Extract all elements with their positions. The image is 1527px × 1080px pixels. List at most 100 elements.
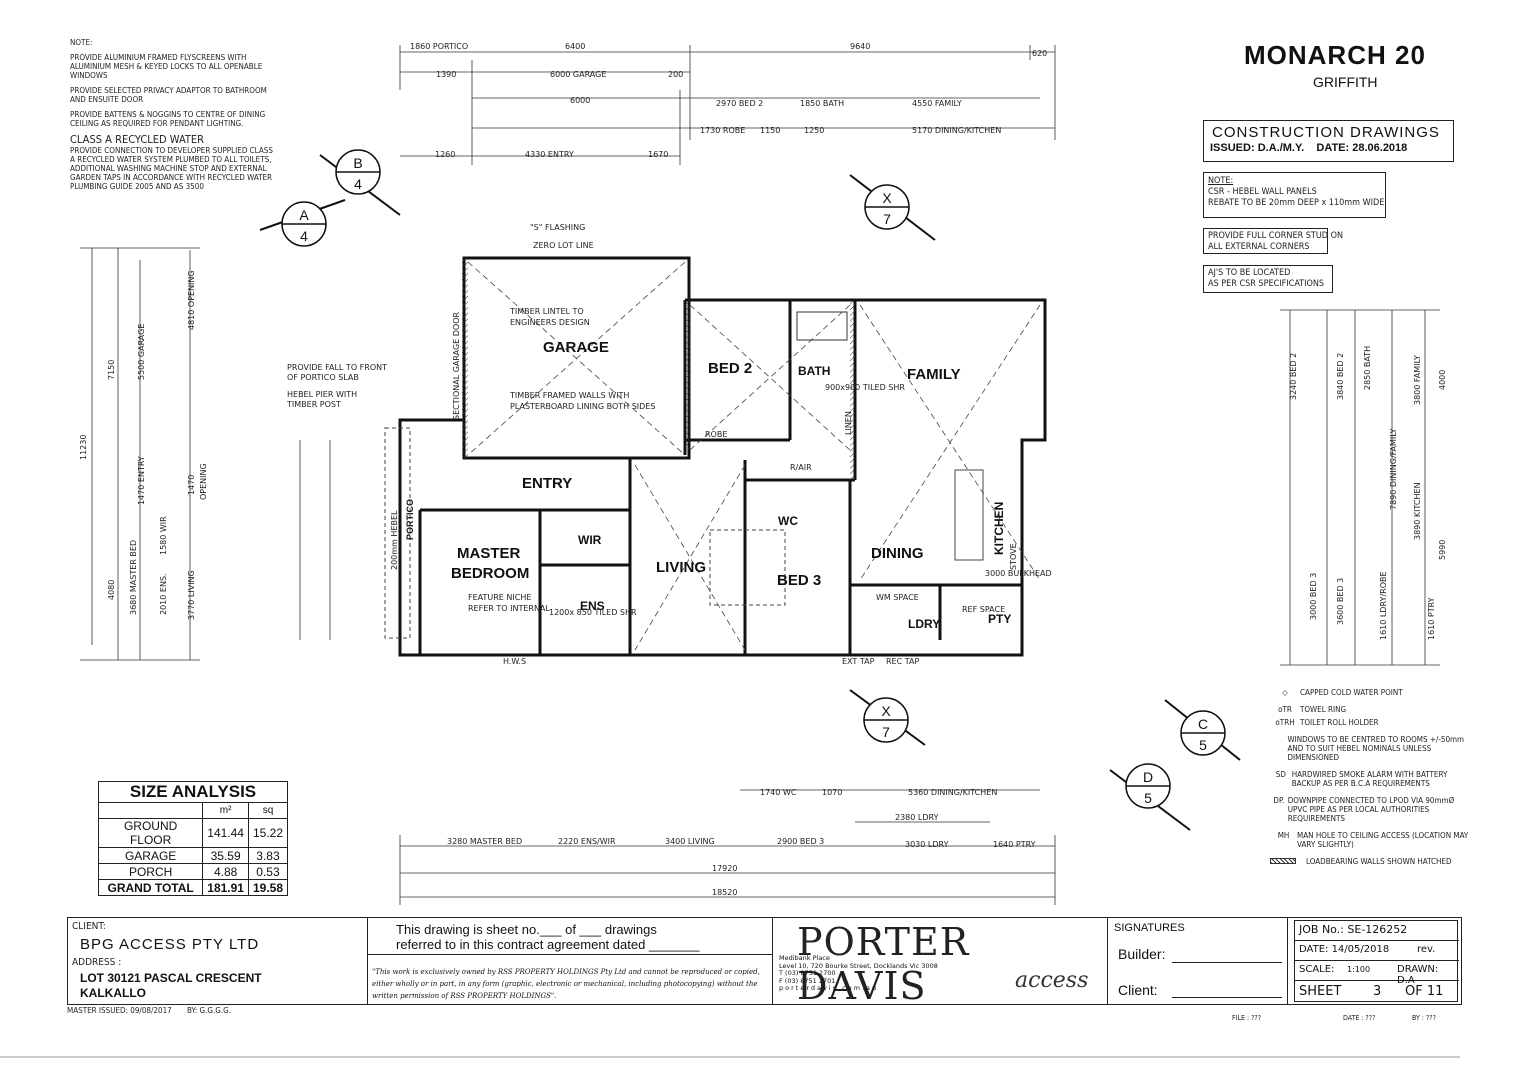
dim-5990: 5990 — [1438, 540, 1447, 560]
portico-outline — [384, 427, 411, 639]
room-kitchen: KITCHEN — [992, 502, 1006, 555]
dim-bed2-3840: 3840 BED 2 — [1336, 353, 1345, 400]
rev-label: rev. — [1417, 944, 1436, 955]
construction-heading: CONSTRUCTION DRAWINGS — [1212, 124, 1440, 141]
label-ens-shr: 1200x 850 TILED SHR — [549, 608, 637, 617]
signatures-label: SIGNATURES — [1114, 922, 1185, 934]
label-niche-1: FEATURE NICHE — [468, 593, 531, 602]
row-label: GARAGE — [97, 847, 204, 864]
note-head: NOTE: — [1208, 176, 1234, 186]
company-addr-line: F (03) 8751 2701 — [779, 976, 836, 985]
note-corner-stud: PROVIDE FULL CORNER STUD ON ALL EXTERNAL… — [1203, 228, 1344, 254]
note-line: CSR - HEBEL WALL PANELS — [1208, 187, 1317, 197]
dim-master-3680: 3680 MASTER BED — [129, 540, 138, 615]
label-niche-2: REFER TO INTERNAL — [468, 604, 550, 613]
legend-text: DOWNPIPE CONNECTED TO LPOD VIA 90mmØ UPV… — [1287, 796, 1455, 823]
room-bath: BATH — [798, 364, 830, 378]
left-dimension-lines — [80, 247, 331, 661]
room-bed3: BED 3 — [777, 572, 821, 589]
note-line: ALL EXTERNAL CORNERS — [1208, 242, 1310, 252]
dim-1070: 1070 — [822, 788, 842, 797]
capped-water-icon: ◇ — [1282, 688, 1288, 697]
construction-issued: ISSUED: D.A./M.Y. DATE: 28.06.2018 — [1204, 141, 1453, 154]
marker-a-letter: A — [299, 207, 309, 223]
room-ens: ENS — [580, 599, 605, 613]
dim-kitchen-3890: 3890 KITCHEN — [1413, 482, 1422, 540]
address-line-1: LOT 30121 PASCAL CRESCENT — [80, 971, 262, 985]
label-lintel-2: ENGINEERS DESIGN — [510, 318, 590, 327]
towel-ring-icon: oTR — [1278, 705, 1292, 714]
company-addr-line: Level 10, 720 Bourke Street, Docklands V… — [779, 961, 938, 970]
dim-11230: 11230 — [79, 435, 88, 460]
room-bed2: BED 2 — [708, 360, 752, 377]
hatched-wall — [462, 258, 468, 458]
marker-x-letter: X — [882, 190, 892, 206]
client-label: CLIENT: — [72, 921, 106, 932]
label-fall-2: OF PORTICO SLAB — [287, 373, 359, 382]
legend-text: CAPPED COLD WATER POINT — [1300, 688, 1403, 697]
company-sub-logo: access — [1015, 968, 1089, 993]
label-ext-tap: EXT TAP — [842, 657, 875, 666]
left-note-item: PROVIDE SELECTED PRIVACY ADAPTOR TO BATH… — [70, 86, 267, 104]
row-sq: 19.58 — [247, 879, 289, 896]
manhole-icon: MH — [1277, 831, 1290, 840]
dim-ptry: 1640 PTRY — [993, 840, 1036, 849]
left-note-item: PROVIDE ALUMINIUM FRAMED FLYSCREENS WITH… — [70, 53, 263, 80]
left-note-item: PROVIDE BATTENS & NOGGINS TO CENTRE OF D… — [70, 110, 266, 128]
label-robe: ROBE — [705, 430, 727, 439]
date-row: DATE: 14/05/2018 rev. — [1295, 941, 1459, 961]
dim-200: 200 — [668, 70, 683, 79]
label-fall-1: PROVIDE FALL TO FRONT — [287, 363, 387, 372]
scale-row: SCALE: 1:100 DRAWN: D.A — [1295, 961, 1459, 986]
client-signature-line — [1172, 997, 1282, 998]
row-m2: 141.44 — [202, 818, 249, 848]
company-section: PORTER DAVIS Medibank Place Level 10, 72… — [773, 918, 1108, 1008]
dim-4000: 4000 — [1438, 370, 1447, 390]
construction-box: CONSTRUCTION DRAWINGS ISSUED: D.A./M.Y. … — [1203, 120, 1454, 162]
master-issued-by: BY: G.G.G.G. — [187, 1006, 231, 1015]
file-ref: FILE : ??? — [1232, 1014, 1262, 1022]
builder-signature-line — [1172, 962, 1282, 963]
label-bulkhead: 3000 BULKHEAD — [985, 569, 1052, 578]
label-r-air: R/AIR — [790, 463, 812, 472]
dim-620: 620 — [1032, 49, 1047, 58]
title-block: CLIENT: BPG ACCESS PTY LTD ADDRESS : LOT… — [67, 917, 1462, 1008]
kitchen-bench — [954, 469, 984, 561]
top-dimension-lines — [399, 45, 1056, 165]
dim-living-3770: 3770 LIVING — [187, 570, 196, 620]
marker-b-num: 4 — [354, 176, 362, 192]
job-date: DATE: 14/05/2018 — [1299, 944, 1390, 955]
row-label: PORCH — [97, 863, 204, 880]
row-m2: 181.91 — [202, 879, 249, 896]
dim-ldry: 3030 LDRY — [905, 840, 949, 849]
sheet-row: SHEET 3 OF 11 — [1295, 981, 1459, 1003]
left-notes-head: NOTE: — [70, 38, 93, 47]
note-hebel: NOTE: CSR - HEBEL WALL PANELS REBATE TO … — [1203, 172, 1386, 218]
dim-1260: 1260 — [435, 150, 455, 159]
room-entry: ENTRY — [522, 475, 572, 492]
dim-6400: 6400 — [565, 42, 585, 51]
scale-value: 1:100 — [1347, 965, 1371, 974]
company-addr-line: T (03) 8751 2700 — [779, 969, 836, 977]
note-ajs: AJ'S TO BE LOCATED AS PER CSR SPECIFICAT… — [1203, 265, 1333, 293]
marker-b-letter: B — [353, 155, 362, 171]
date-ref: DATE : ??? — [1343, 1014, 1376, 1022]
issued-label: ISSUED: — [1210, 142, 1255, 154]
sheet-number: 3 — [1373, 984, 1382, 999]
note-line: PROVIDE FULL CORNER STUD ON — [1208, 231, 1344, 241]
marker-x2-num: 7 — [882, 724, 890, 740]
client-sig-label: Client: — [1118, 982, 1158, 998]
dim-9640: 9640 — [850, 42, 870, 51]
legend-text: TOILET ROLL HOLDER — [1300, 718, 1379, 727]
dim-portico: 1860 PORTICO — [410, 42, 468, 51]
legend-text: LOADBEARING WALLS SHOWN HATCHED — [1306, 857, 1452, 866]
dim-1670: 1670 — [648, 150, 668, 159]
dim-wc: 1740 WC — [760, 788, 797, 797]
scale-label: SCALE: — [1299, 964, 1335, 975]
dim-living: 3400 LIVING — [665, 837, 715, 846]
room-wir: WIR — [578, 533, 602, 547]
garage-diagonals — [467, 261, 1041, 651]
sheet-text-1: This drawing is sheet no.___ of ___ draw… — [396, 922, 657, 937]
room-family: FAMILY — [907, 366, 961, 383]
marker-d-letter: D — [1143, 769, 1153, 785]
